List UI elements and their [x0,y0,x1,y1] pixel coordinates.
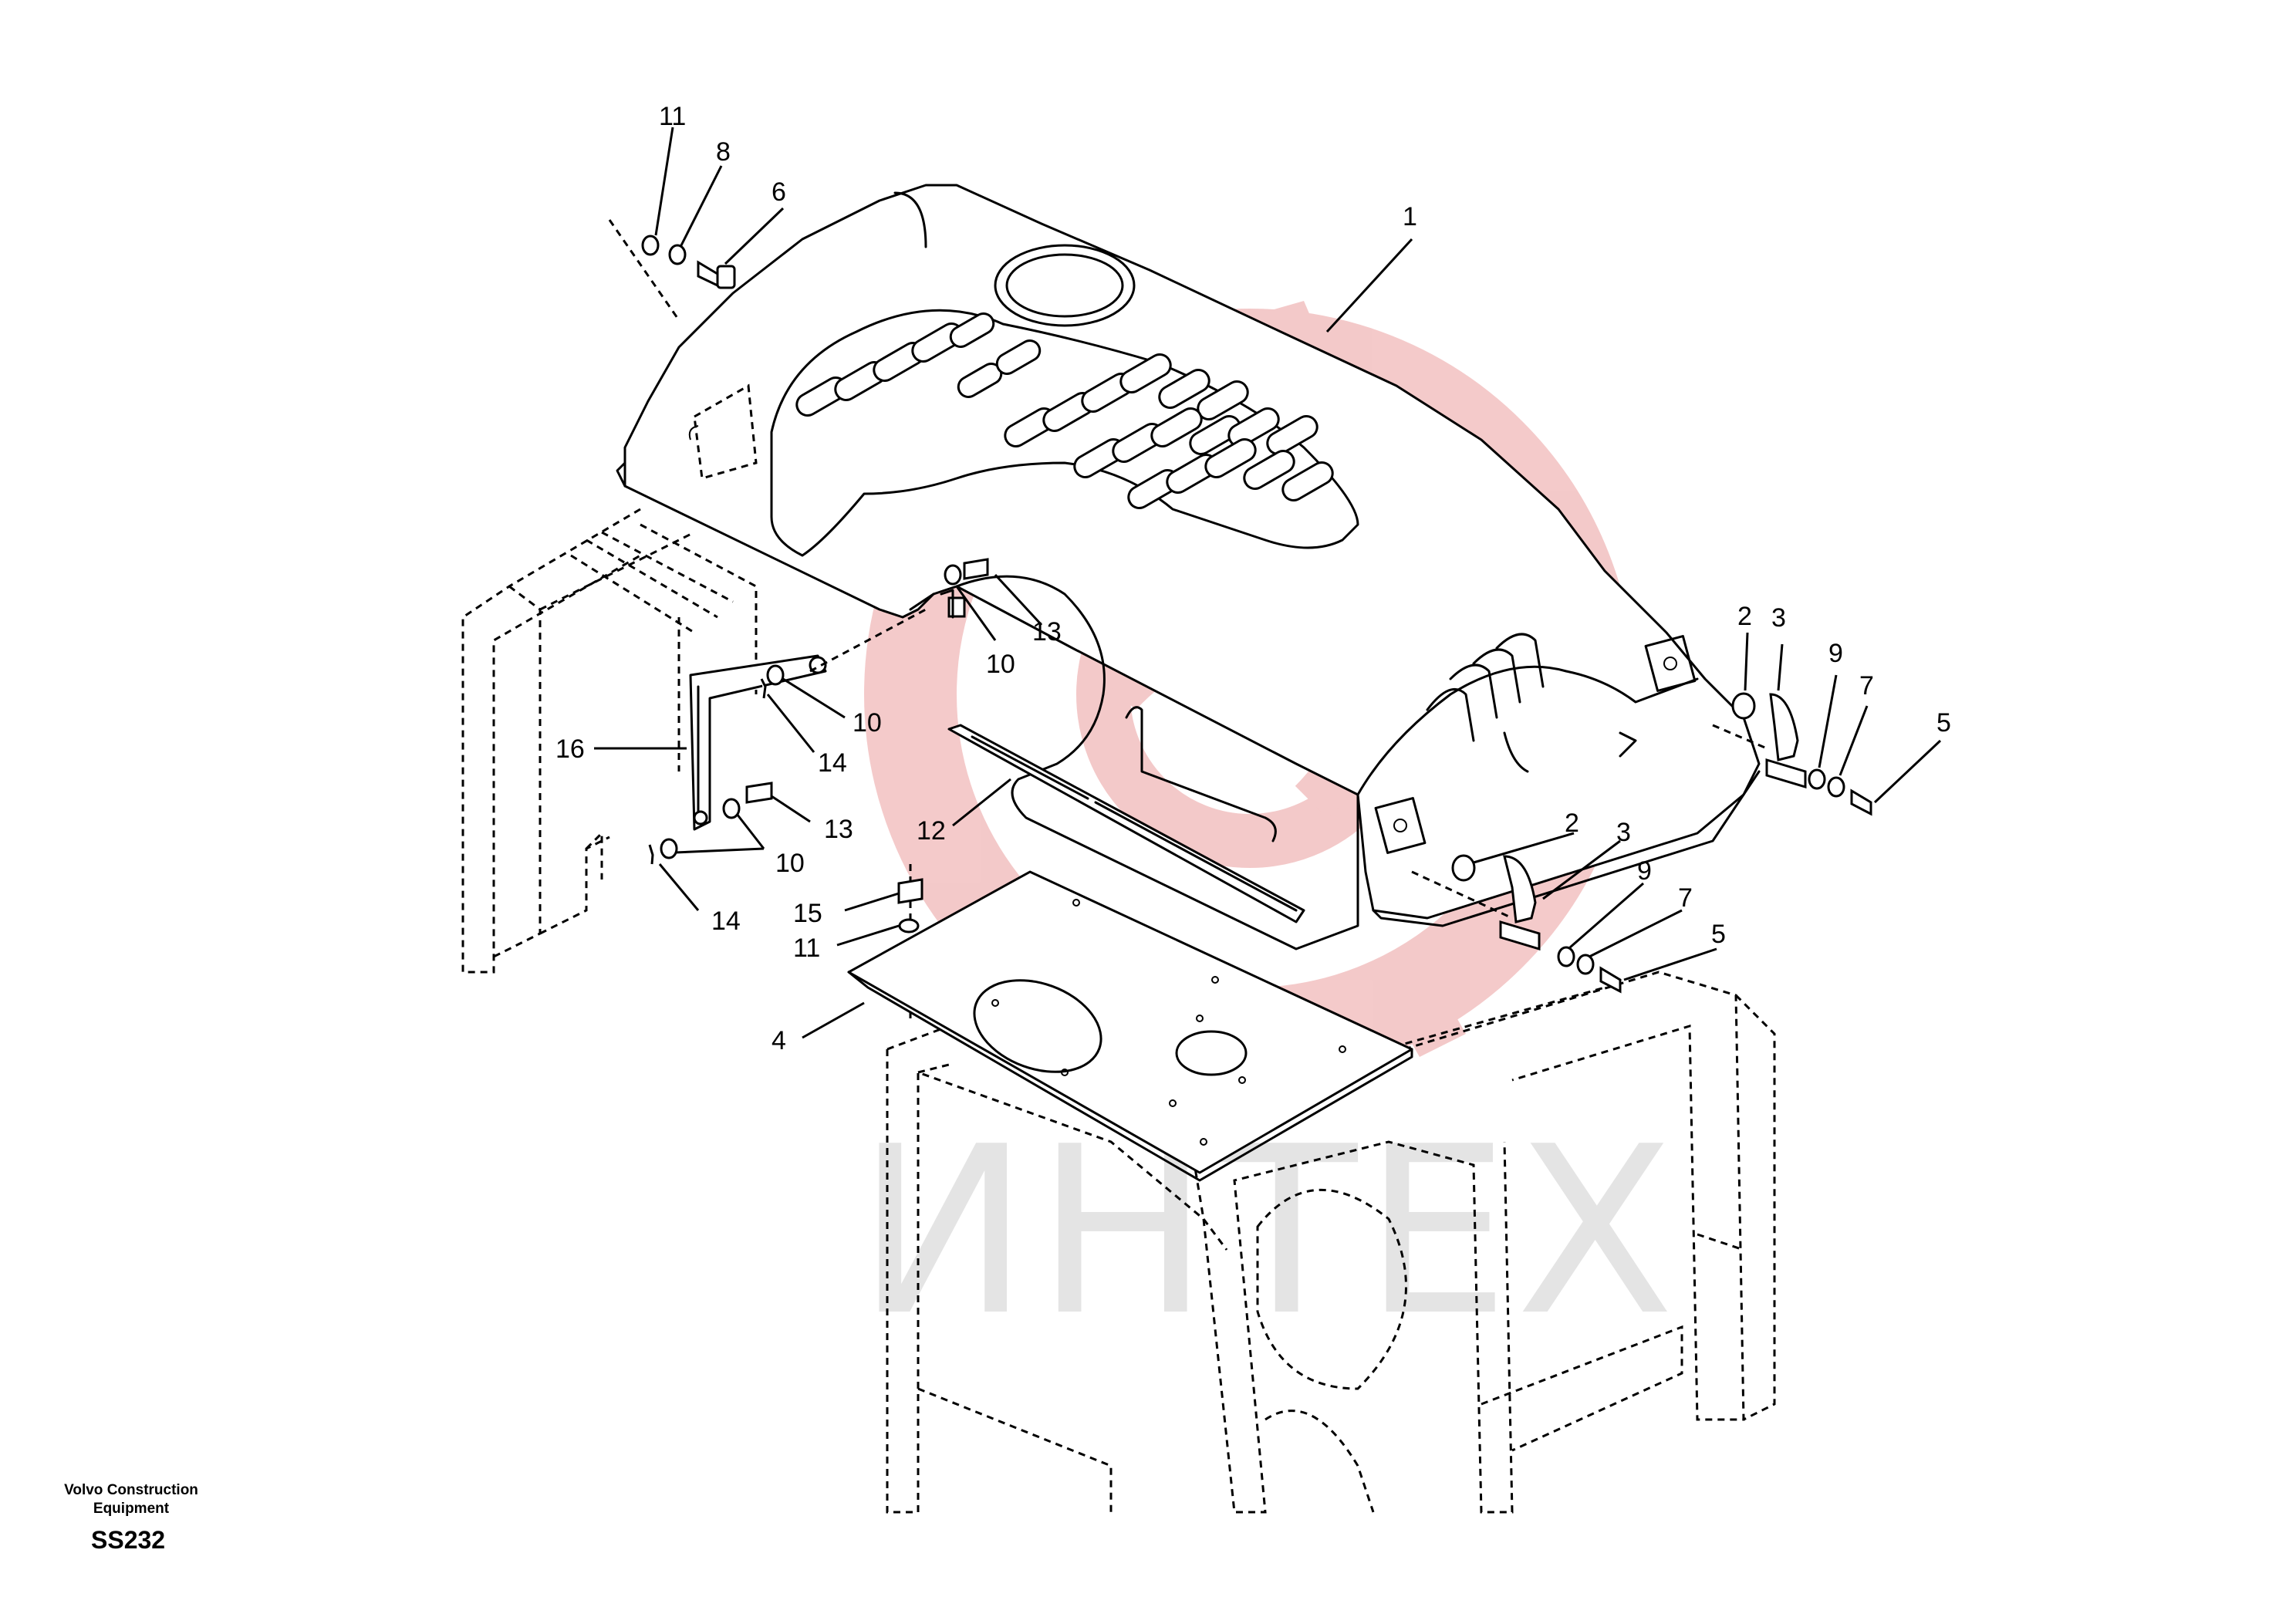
bushing-2-right [1731,692,1756,720]
callout-5: 5 [1936,708,1951,738]
bolt-5-front [1599,966,1622,994]
washer-9-right [1808,768,1826,790]
callout-2: 2 [1737,602,1752,631]
callout-11: 11 [793,934,820,963]
engine-hood-part-1 [616,184,1761,950]
bolt-6 [697,260,719,288]
callout-13: 13 [1032,617,1062,647]
callout-9: 9 [1637,856,1652,886]
washer-7-right [1827,776,1845,798]
callout-11: 11 [659,102,686,131]
cover-plate-part-4 [847,870,1413,1182]
washer-10-top [944,564,962,586]
callout-10: 10 [986,650,1015,679]
washer-9-front [1557,946,1575,967]
cab-frame-outline [461,508,1776,1514]
latch-3-right [1769,693,1799,761]
callout-14: 14 [711,907,741,936]
callout-12: 12 [917,816,946,846]
washer-7-front [1576,954,1595,975]
callout-leaders [594,127,1942,1039]
callout-13: 13 [824,815,853,844]
washer-10-low [722,798,741,819]
washer-10-mid [766,664,785,686]
bolt-5-right [1850,788,1872,816]
callout-16: 16 [555,734,585,764]
bolt-13-low [745,782,773,804]
callout-10: 10 [775,849,805,878]
washer-11-top [641,235,660,256]
callout-5: 5 [1711,920,1726,949]
bolt-15 [897,878,923,904]
seal-strip-part-12 [947,724,1305,923]
callout-15: 15 [793,899,822,928]
footer-block: Volvo Construction Equipment SS232 [39,1481,224,1555]
fastener-hardware [641,235,1872,994]
diagram-code: SS232 [91,1526,166,1554]
callout-6: 6 [772,177,786,207]
latch-3-front [1503,855,1537,923]
callout-7: 7 [1678,883,1693,913]
lock-washer-8 [668,244,687,265]
bolt-6-head [716,265,736,289]
callout-3: 3 [1616,818,1631,847]
pin-14-mid [760,678,767,699]
pin-14-low [648,844,654,865]
callout-2: 2 [1565,809,1579,838]
part-callouts: 11 8 6 1 13 10 10 14 16 13 10 14 12 15 1… [555,102,1951,1055]
callout-4: 4 [772,1026,786,1055]
washer-10-low2 [660,838,678,859]
side-vents [1426,633,1545,773]
callout-7: 7 [1859,671,1874,701]
washer-11-low [898,918,920,934]
callout-3: 3 [1771,603,1786,633]
company-name-line-2: Equipment [93,1501,170,1517]
vent-slots [795,312,1334,509]
callout-9: 9 [1828,639,1843,668]
company-name-line-1: Volvo Construction [64,1482,198,1498]
watermark-text: ИНТЕХ [856,1097,1680,1366]
bushing-2-front [1451,854,1476,882]
callout-8: 8 [716,137,731,167]
bolt-13-top [963,558,989,580]
callout-1: 1 [1403,202,1417,231]
callout-14: 14 [818,748,847,778]
callout-10: 10 [853,708,882,738]
